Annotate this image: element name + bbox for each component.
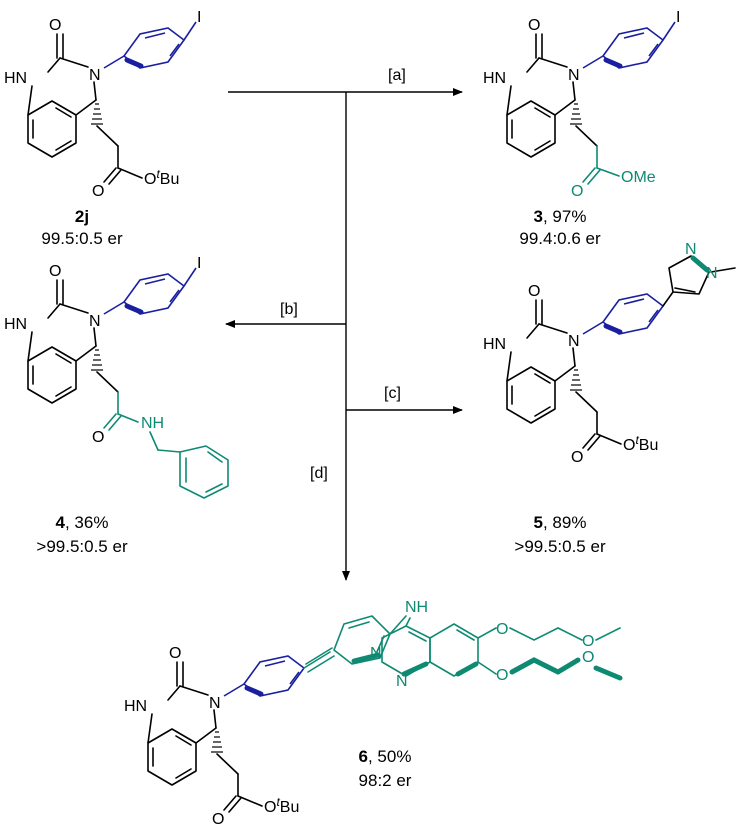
compound-2j-label: 2j [75,207,89,226]
ether-oxygen-7: O [496,667,508,684]
carbonyl-oxygen: O [528,17,540,34]
nh-label: HN [4,316,27,333]
condition-d: [d] [310,465,328,482]
carbonyl-oxygen: O [169,645,181,662]
compound-5: O HN N N N O OtBu [483,241,736,466]
ester-carbonyl-oxygen: O [92,183,104,200]
compound-2j: I O HN N O OtBu 2j 99.5:0.5 er [4,9,201,248]
nh-label: HN [483,336,506,353]
compound-6-er: 98:2 er [359,771,412,790]
n-label: N [89,313,101,330]
carbonyl-oxygen: O [49,17,61,34]
reaction-arrows: [a] [b] [c] [d] [225,67,463,581]
ether-oxygen-6: O [496,621,508,638]
compound-6-label: 6, 50% [359,747,412,766]
condition-b: [b] [280,301,298,318]
compound-6: O HN N NH N N O O O O [124,599,623,828]
compound-3: I O HN N O OMe [483,9,680,200]
ether-oxygen-6b: O [582,633,594,650]
iodine-atom: I [197,255,201,272]
condition-a: [a] [388,67,406,84]
ester-carbonyl-oxygen: O [212,811,224,828]
quinazoline-n1: N [396,673,408,690]
ester-oxygen: OtBu [623,433,658,454]
ester-oxygen: OtBu [144,167,179,188]
ether-oxygen-7b: O [582,649,594,666]
methoxy-group: OMe [621,169,656,186]
n-label: N [568,67,580,84]
compound-5-label: 5, 89% [534,513,587,532]
pyrazole-n1: N [706,265,718,282]
compound-5-er: >99.5:0.5 er [514,537,606,556]
nh-label: HN [483,70,506,87]
ester-oxygen: OtBu [264,795,299,816]
compound-4: I O HN N O NH [4,255,229,499]
n-label: N [89,67,101,84]
compound-4-er: >99.5:0.5 er [36,537,128,556]
iodine-atom: I [676,9,680,26]
iodine-atom: I [197,9,201,26]
ester-carbonyl-oxygen: O [571,449,583,466]
quinazoline-n3: N [370,645,382,662]
nh-label: HN [124,698,147,715]
compound-3-er: 99.4:0.6 er [519,229,601,248]
n-label: N [209,695,221,712]
amide-oxygen: O [92,429,104,446]
amide-nh: NH [141,415,164,432]
carbonyl-oxygen: O [528,283,540,300]
compound-2j-er: 99.5:0.5 er [41,229,123,248]
anilino-nh: NH [405,599,428,616]
compound-3-label: 3, 97% [534,207,587,226]
n-label: N [568,333,580,350]
pyrazole-n2: N [685,241,697,258]
carbonyl-oxygen: O [49,263,61,280]
condition-c: [c] [384,385,401,402]
compound-4-label: 4, 36% [56,513,109,532]
nh-label: HN [4,70,27,87]
ester-carbonyl-oxygen: O [571,183,583,200]
